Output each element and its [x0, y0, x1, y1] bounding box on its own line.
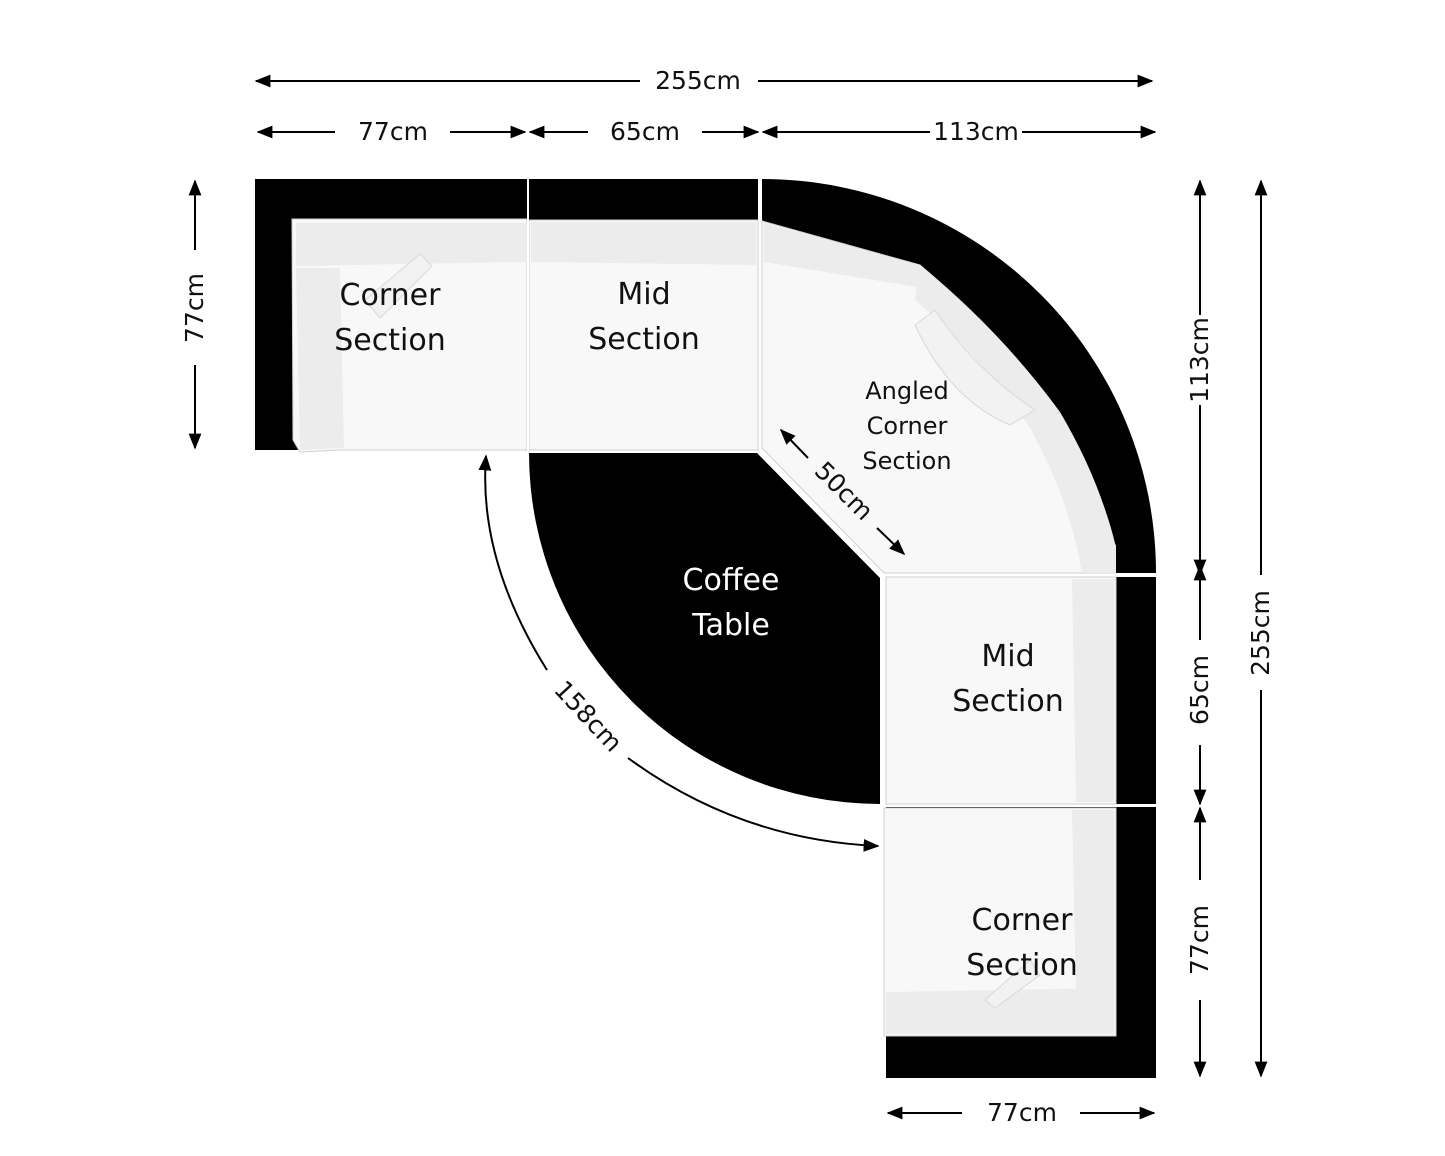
- label-angled-1: Angled: [865, 377, 949, 405]
- cushion-mid-top-back: [531, 222, 756, 265]
- coffee-table: [529, 453, 880, 804]
- dim-right-angled: 113cm: [1185, 317, 1214, 403]
- label-angled-3: Section: [862, 447, 951, 475]
- cushion-corner-top-back: [296, 223, 527, 266]
- section-labels: Corner Section Mid Section Angled Corner…: [334, 277, 1077, 983]
- dim-right-corner: 77cm: [1185, 905, 1214, 975]
- cushions: [291, 218, 1117, 1037]
- label-corner-bottom-2: Section: [966, 948, 1077, 983]
- dim-left-depth: 77cm: [180, 273, 209, 343]
- cushion-corner-top-arm: [296, 268, 344, 450]
- cushion-corner-top-pillow: [364, 253, 433, 319]
- cushion-angled-back-1: [764, 223, 935, 290]
- label-mid-right-1: Mid: [981, 639, 1034, 674]
- dim-top-mid: 65cm: [610, 117, 680, 146]
- dim-top-angled: 113cm: [933, 117, 1019, 146]
- cushion-corner-bottom-arm: [1072, 810, 1114, 990]
- label-angled-2: Corner: [867, 412, 948, 440]
- dim-table-arc: 158cm: [548, 675, 628, 758]
- dim-right-total: 255cm: [1246, 590, 1275, 676]
- cushion-angled-pillow: [914, 309, 1036, 426]
- frame-right-mid: [1116, 577, 1156, 804]
- section-separators: [527, 179, 1156, 807]
- label-coffee-table-1: Coffee: [683, 563, 780, 598]
- frame-top-mid: [529, 179, 758, 224]
- dim-top-total: 255cm: [655, 66, 741, 95]
- cushion-angled-back-2: [915, 265, 1060, 428]
- dim-bottom-corner: 77cm: [987, 1098, 1057, 1127]
- label-corner-top-1: Corner: [340, 278, 442, 313]
- dim-top-corner: 77cm: [358, 117, 428, 146]
- cushion-mid-right-back: [1072, 579, 1114, 802]
- cushion-mid-right: [885, 576, 1117, 805]
- cushion-corner-bottom-pillow: [984, 959, 1041, 1009]
- label-mid-top-1: Mid: [617, 277, 670, 312]
- label-mid-top-2: Section: [588, 322, 699, 357]
- cushion-angled-back-3: [1030, 412, 1115, 573]
- cushion-corner-bottom: [883, 807, 1117, 1037]
- label-mid-right-2: Section: [952, 684, 1063, 719]
- dimension-lines: [188, 74, 1268, 1120]
- cushion-corner-bottom-seat-front: [886, 988, 1114, 1034]
- label-corner-bottom-1: Corner: [972, 903, 1074, 938]
- label-coffee-table-2: Table: [691, 608, 770, 643]
- label-corner-top-2: Section: [334, 323, 445, 358]
- dim-right-mid: 65cm: [1185, 655, 1214, 725]
